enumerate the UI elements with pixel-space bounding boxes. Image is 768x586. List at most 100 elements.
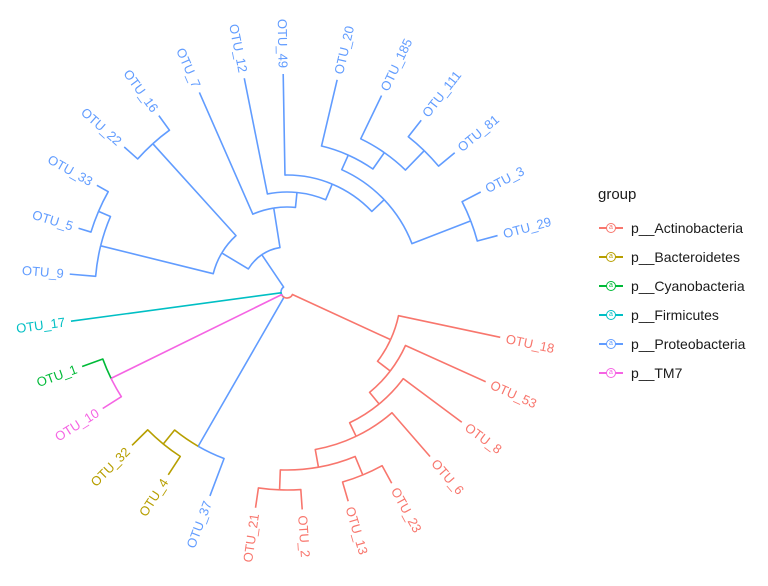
branch — [197, 295, 285, 447]
tip-label-OTU_5: OTU_5 — [31, 207, 75, 234]
branch-OTU_1 — [81, 358, 112, 379]
legend-key-icon: a — [598, 221, 624, 235]
branch-OTU_16 — [152, 115, 171, 145]
tip-label-OTU_37: OTU_37 — [183, 499, 214, 550]
tip-label-OTU_17: OTU_17 — [15, 315, 66, 336]
branch — [273, 192, 298, 209]
branch-OTU_53 — [389, 344, 487, 383]
branch — [261, 207, 281, 256]
branch-OTU_185 — [359, 95, 385, 154]
legend-item-label: p__TM7 — [631, 364, 683, 381]
branch-OTU_4 — [162, 443, 182, 476]
branch-OTU_33 — [96, 184, 110, 212]
branch — [314, 435, 357, 468]
branch — [110, 293, 283, 380]
branch-OTU_21 — [254, 487, 280, 508]
tip-label-OTU_20: OTU_20 — [331, 24, 357, 75]
tip-label-OTU_1: OTU_1 — [35, 362, 80, 390]
tip-label-OTU_4: OTU_4 — [136, 476, 171, 519]
tip-label-OTU_2: OTU_2 — [295, 515, 313, 558]
legend-item-firmicutes: a p__Firmicutes — [598, 300, 766, 329]
branch-OTU_17 — [70, 292, 283, 323]
branch — [318, 455, 364, 476]
branch-OTU_8 — [378, 377, 463, 423]
legend-item-cyanobacteria: a p__Cyanobacteria — [598, 271, 766, 300]
tip-label-OTU_33: OTU_33 — [45, 152, 95, 189]
branch — [296, 183, 333, 201]
branch-OTU_29 — [469, 220, 498, 242]
branch-OTU_9 — [69, 245, 102, 278]
tip-label-OTU_22: OTU_22 — [78, 105, 125, 149]
legend-item-label: p__Bacteroidetes — [631, 248, 740, 265]
tip-label-OTU_185: OTU_185 — [377, 36, 415, 93]
branch — [100, 245, 223, 275]
branch-OTU_13 — [341, 474, 364, 502]
branch — [331, 183, 385, 213]
tip-label-OTU_23: OTU_23 — [388, 485, 425, 535]
tip-label-OTU_111: OTU_111 — [419, 68, 464, 120]
branch-OTU_20 — [320, 79, 349, 156]
branch — [383, 150, 425, 171]
legend-key-icon: a — [598, 250, 624, 264]
branch-OTU_32 — [131, 429, 164, 446]
legend-item-label: p__Firmicutes — [631, 306, 719, 323]
tip-label-OTU_6: OTU_6 — [428, 456, 467, 497]
tip-label-OTU_8: OTU_8 — [462, 420, 505, 457]
branch-OTU_6 — [355, 411, 431, 458]
branch-OTU_111 — [407, 119, 425, 152]
legend-key-icon: a — [598, 366, 624, 380]
branch — [383, 199, 472, 245]
branch-OTU_12 — [243, 78, 298, 195]
branch — [152, 143, 237, 254]
tip-label-OTU_32: OTU_32 — [88, 444, 133, 489]
branch-OTU_23 — [362, 464, 393, 484]
branch — [376, 339, 392, 372]
branch-OTU_49 — [282, 74, 333, 185]
branch — [221, 252, 263, 270]
legend-key-icon: a — [598, 308, 624, 322]
legend-title: group — [598, 186, 637, 203]
legend-item-actinobacteria: a p__Actinobacteria — [598, 213, 766, 242]
tip-label-OTU_3: OTU_3 — [483, 163, 527, 196]
legend: group a p__Actinobacteria a p__Bacteroid… — [598, 186, 766, 387]
legend-item-label: p__Cyanobacteria — [631, 277, 745, 294]
branch-OTU_2 — [279, 488, 304, 510]
branch — [348, 403, 380, 437]
tip-label-OTU_9: OTU_9 — [21, 263, 64, 281]
branch-OTU_10 — [102, 378, 123, 410]
legend-item-label: p__Proteobacteria — [631, 335, 746, 352]
branch — [368, 370, 391, 405]
tip-label-OTU_10: OTU_10 — [52, 405, 102, 444]
tip-label-OTU_7: OTU_7 — [173, 46, 204, 90]
legend-key-icon: a — [598, 337, 624, 351]
tip-label-OTU_49: OTU_49 — [275, 19, 291, 68]
branch — [281, 293, 391, 341]
legend-key-icon: a — [598, 279, 624, 293]
tip-label-OTU_29: OTU_29 — [501, 214, 552, 241]
branch-OTU_5 — [78, 211, 100, 233]
tip-label-OTU_81: OTU_81 — [455, 112, 502, 155]
branch — [340, 154, 385, 201]
branch — [162, 429, 199, 447]
branch — [261, 254, 285, 297]
branch — [278, 466, 319, 490]
branch-OTU_37 — [197, 445, 225, 497]
branch-OTU_18 — [389, 314, 501, 340]
tip-label-OTU_12: OTU_12 — [226, 23, 250, 74]
tip-label-OTU_18: OTU_18 — [505, 331, 556, 356]
tip-label-OTU_16: OTU_16 — [120, 67, 161, 116]
branch-OTU_3 — [461, 191, 482, 222]
branch — [98, 210, 112, 246]
tip-label-OTU_53: OTU_53 — [488, 377, 539, 411]
branch-OTU_7 — [198, 92, 274, 215]
tip-label-OTU_13: OTU_13 — [343, 505, 371, 556]
branch — [347, 152, 385, 170]
legend-item-bacteroidetes: a p__Bacteroidetes — [598, 242, 766, 271]
legend-item-label: p__Actinobacteria — [631, 219, 744, 236]
legend-item-tm7: a p__TM7 — [598, 358, 766, 387]
branch-OTU_22 — [123, 143, 154, 160]
branch-OTU_81 — [423, 150, 456, 167]
legend-item-proteobacteria: a p__Proteobacteria — [598, 329, 766, 358]
